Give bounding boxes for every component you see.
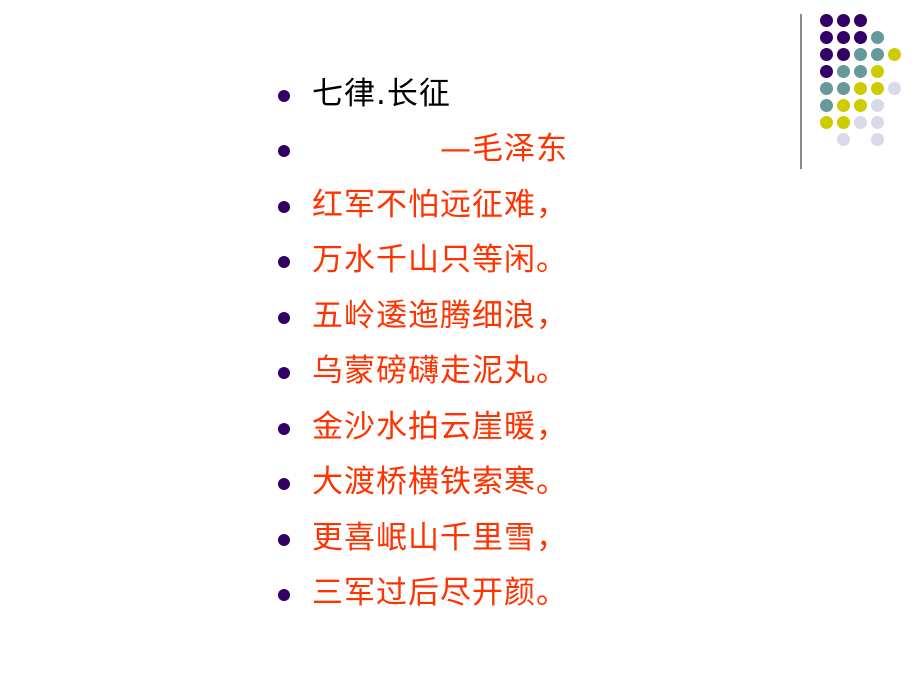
poem-author: —毛泽东	[440, 131, 568, 168]
dot-purple	[854, 14, 867, 27]
dot-purple	[820, 48, 833, 61]
dot-lavender	[837, 133, 850, 146]
dot-yellow	[888, 48, 901, 61]
dot-yellow	[837, 99, 850, 112]
dot-teal	[854, 65, 867, 78]
dot-lavender	[854, 116, 867, 129]
dot-lavender	[871, 99, 884, 112]
dot-lavender	[888, 82, 901, 95]
poem-line: 万水千山只等闲。	[312, 242, 568, 279]
dot-teal	[871, 31, 884, 44]
poem-line: 五岭逶迤腾细浪，	[312, 297, 568, 334]
poem-line: 三军过后尽开颜。	[312, 575, 568, 612]
poem-title: 七律.长征	[312, 75, 451, 112]
dot-teal	[854, 48, 867, 61]
bullet-icon	[278, 89, 290, 102]
bullet-icon	[278, 422, 290, 435]
dot-teal	[837, 82, 850, 95]
dot-yellow	[854, 99, 867, 112]
dot-purple	[820, 65, 833, 78]
dot-purple	[854, 31, 867, 44]
poem-line: 金沙水拍云崖暖，	[312, 408, 568, 445]
bullet-icon	[278, 256, 290, 269]
bullet-icon	[278, 478, 290, 491]
dot-yellow	[820, 116, 833, 129]
dot-purple	[837, 48, 850, 61]
poem-line: 红军不怕远征难，	[312, 186, 568, 223]
dot-purple	[820, 31, 833, 44]
list-item: 乌蒙磅礴走泥丸。	[278, 344, 568, 400]
dot-yellow	[854, 82, 867, 95]
list-item: 五岭逶迤腾细浪，	[278, 288, 568, 344]
poem-line: 乌蒙磅礴走泥丸。	[312, 353, 568, 390]
list-item-author: —毛泽东	[278, 122, 568, 178]
bullet-icon	[278, 533, 290, 546]
poem-line: 大渡桥横铁索寒。	[312, 464, 568, 501]
bullet-icon	[278, 311, 290, 324]
dot-yellow	[837, 116, 850, 129]
list-item: 万水千山只等闲。	[278, 233, 568, 289]
dot-yellow	[871, 82, 884, 95]
dot-lavender	[871, 133, 884, 146]
list-item: 更喜岷山千里雪，	[278, 510, 568, 566]
dot-teal	[837, 65, 850, 78]
list-item: 三军过后尽开颜。	[278, 566, 568, 622]
dot-teal	[820, 82, 833, 95]
bullet-icon	[278, 145, 290, 158]
list-item: 大渡桥横铁索寒。	[278, 455, 568, 511]
dot-purple	[837, 31, 850, 44]
dot-purple	[837, 14, 850, 27]
dot-purple	[820, 14, 833, 27]
poem-bullet-list: 七律.长征 —毛泽东 红军不怕远征难， 万水千山只等闲。 五岭逶迤腾细浪， 乌蒙…	[278, 66, 568, 621]
list-item: 金沙水拍云崖暖，	[278, 399, 568, 455]
bullet-icon	[278, 367, 290, 380]
list-item: 红军不怕远征难，	[278, 177, 568, 233]
poem-line: 更喜岷山千里雪，	[312, 519, 568, 556]
decorative-divider-line	[800, 14, 802, 169]
list-item-title: 七律.长征	[278, 66, 568, 122]
bullet-icon	[278, 200, 290, 213]
dot-teal	[820, 99, 833, 112]
bullet-icon	[278, 589, 290, 602]
dot-teal	[871, 48, 884, 61]
dot-lavender	[871, 116, 884, 129]
dot-yellow	[871, 65, 884, 78]
